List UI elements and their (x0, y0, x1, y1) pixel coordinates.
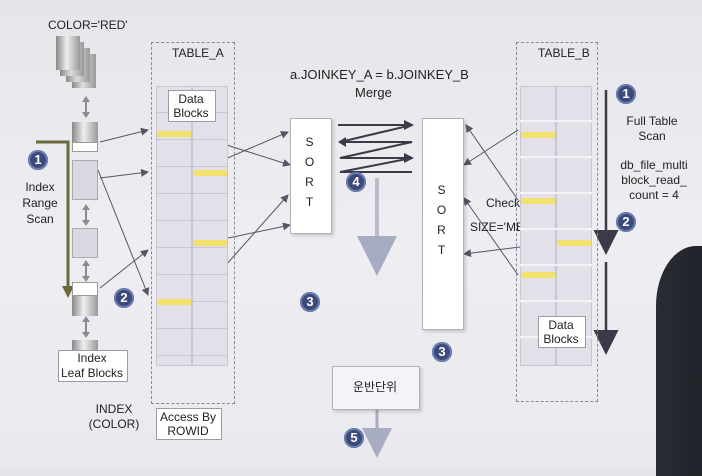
sort-left-o: O (304, 155, 316, 169)
index-arrow-1 (99, 127, 149, 143)
index-block-4 (72, 282, 98, 296)
sort-right-o: O (436, 203, 448, 217)
table-a-data-blocks-box (168, 90, 216, 122)
transport-unit-box (332, 366, 420, 410)
sort-right-r: R (437, 223, 447, 237)
table-b-frame (516, 42, 598, 402)
full-table-scan-line1: Full Table (626, 114, 678, 128)
index-scan-arrowhead (62, 286, 74, 298)
table-b-highlight-2 (521, 198, 555, 204)
index-double-arrows (82, 96, 90, 338)
sort-box-right (422, 118, 464, 330)
step-1-badge-right: 1 (616, 84, 636, 104)
sort-right-s: S (437, 183, 447, 197)
merge-label: Merge (355, 85, 392, 100)
table-a-frame (151, 42, 235, 404)
full-table-scan-line2: Scan (638, 129, 666, 143)
index-range-scan-line1: Index (25, 180, 55, 194)
b-to-sort-4 (463, 197, 519, 276)
table-a-data-blocks-line2: Blocks (173, 106, 209, 120)
step-1-badge-left: 1 (28, 150, 48, 170)
table-b-data-blocks-box (538, 316, 586, 348)
table-b-data-blocks-line1: Data (548, 318, 574, 332)
table-b-highlight-4 (521, 272, 555, 278)
index-block-3 (72, 228, 98, 258)
b-to-sort-2 (465, 124, 519, 201)
merge-zigzag (338, 124, 413, 173)
index-arrow-2 (99, 168, 149, 179)
access-by-rowid-line1: Access By (159, 410, 216, 424)
index-block-1-leaf (72, 142, 98, 152)
table-a-data-blocks-line1: Data (178, 92, 204, 106)
index-block-5 (72, 296, 98, 316)
index-leaf-blocks-box (58, 350, 128, 382)
index-arrow-4 (99, 249, 149, 289)
step-5-badge: 5 (344, 428, 364, 448)
sort-left-r: R (305, 175, 315, 189)
step-4-badge: 4 (346, 172, 366, 192)
index-scan-bracket (36, 140, 70, 290)
step-3-badge-right: 3 (432, 342, 452, 362)
table-a-highlight-2 (193, 170, 227, 176)
index-leaf-blocks-line1: Index (77, 351, 107, 365)
table-a-title: TABLE_A (172, 46, 224, 60)
access-by-rowid-line2: ROWID (167, 424, 209, 438)
db-file-multiblock-line3: count = 4 (629, 188, 679, 202)
sort-left-t: T (305, 195, 315, 209)
table-a-highlight-4 (157, 299, 191, 305)
table-b-highlight-1 (521, 132, 555, 138)
table-b-title: TABLE_B (538, 46, 590, 60)
step-2-badge-left: 2 (114, 288, 134, 308)
db-file-multiblock-line1: db_file_multi (620, 158, 688, 172)
index-leaf-blocks-line2: Leaf Blocks (60, 366, 124, 380)
sort-box-left (290, 118, 332, 234)
index-range-scan-line3: Scan (26, 212, 54, 226)
index-label-line2: (COLOR) (88, 417, 140, 431)
table-a-highlight-3 (193, 240, 227, 246)
table-a-rows (156, 86, 228, 366)
step-3-badge-left: 3 (300, 292, 320, 312)
check-label: Check (486, 196, 521, 210)
table-a-highlight-1 (157, 131, 191, 137)
access-by-rowid-box (156, 408, 222, 440)
size-filter-label: SIZE='MED' (470, 220, 535, 234)
index-range-scan-line2: Range (22, 196, 58, 210)
index-block-2 (72, 160, 98, 200)
index-label-line1: INDEX (95, 402, 133, 416)
transport-unit-label: 운반단위 (352, 380, 398, 394)
b-to-sort-1 (463, 129, 519, 166)
color-filter-label: COLOR='RED' (48, 18, 128, 32)
step-2-badge-right: 2 (616, 212, 636, 232)
table-b-data-blocks-line2: Blocks (543, 332, 579, 346)
sort-right-t: T (437, 243, 447, 257)
db-file-multiblock-line2: block_read_ (621, 173, 687, 187)
sort-left-s: S (305, 135, 315, 149)
table-b-highlight-3 (557, 240, 591, 246)
join-condition-label: a.JOINKEY_A = b.JOINKEY_B (290, 67, 469, 82)
index-arrow-3 (97, 169, 150, 296)
presenter-silhouette (656, 246, 702, 476)
